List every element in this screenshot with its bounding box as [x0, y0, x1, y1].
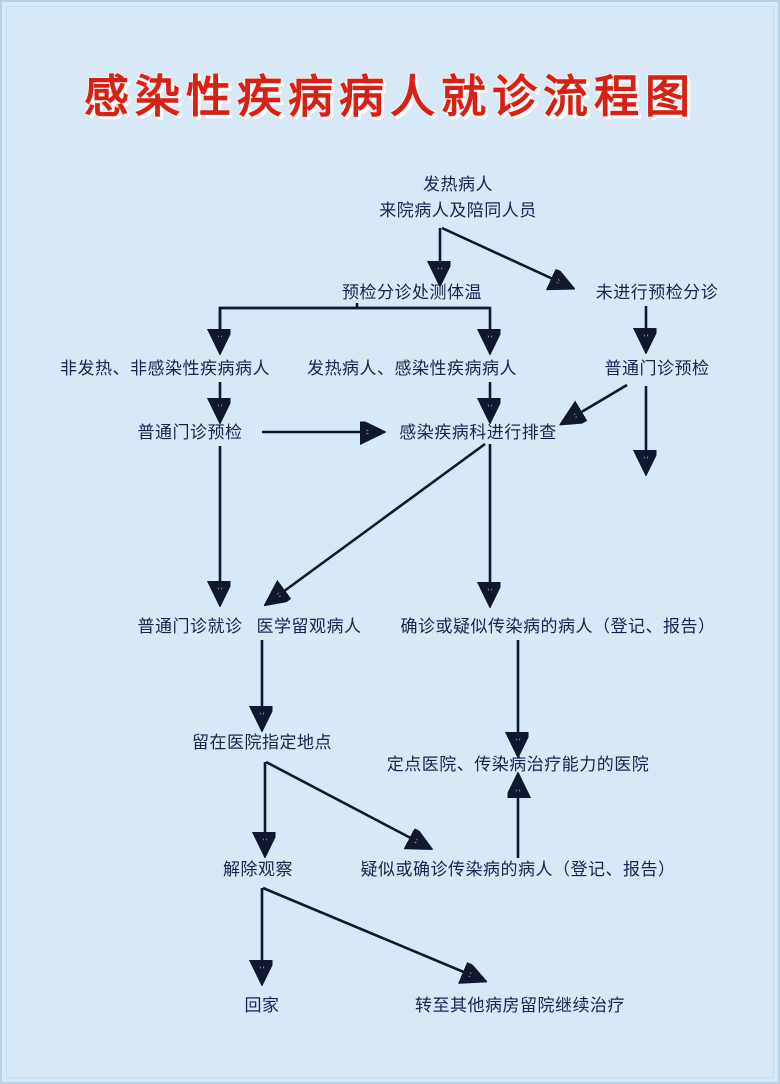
node-confirmed-or-suspected: 确诊或疑似传染病的病人（登记、报告） [400, 617, 716, 636]
node-release-observation: 解除观察 [223, 860, 293, 879]
edge-triage-split-left [220, 306, 490, 345]
page-title: 感染性疾病病人就诊流程图 [83, 71, 696, 122]
node-general-clinic-triage-left: 普通门诊预检 [137, 423, 243, 442]
poster-inner-frame [6, 6, 774, 1078]
node-start-line2: 来院病人及陪同人员 [379, 201, 537, 220]
node-stay-designated-place: 留在医院指定地点 [192, 733, 332, 752]
node-fever-group: 发热病人、感染性疾病病人 [307, 359, 517, 378]
node-general-clinic-visit: 普通门诊就诊 [137, 617, 243, 636]
edge-start-to-no-triage [441, 226, 566, 285]
edge-clinicright-to-screen [568, 383, 628, 420]
edge-release-to-transfer [262, 886, 478, 978]
node-infectious-dept-screen: 感染疾病科进行排查 [399, 423, 557, 442]
node-suspected-or-confirmed: 疑似或确诊传染病的病人（登记、报告） [360, 860, 676, 879]
edge-screen-to-observation [272, 442, 486, 600]
node-go-home: 回家 [244, 996, 280, 1015]
node-start: 发热病人 来院病人及陪同人员 [379, 172, 537, 224]
node-non-fever-group: 非发热、非感染性疾病病人 [60, 359, 270, 378]
edge-triage-split-right [218, 306, 490, 345]
node-transfer-ward: 转至其他病房留院继续治疗 [415, 996, 625, 1015]
node-medical-observation: 医学留观病人 [256, 617, 362, 636]
node-no-triage: 未进行预检分诊 [595, 283, 719, 302]
node-designated-hospital: 定点医院、传染病治疗能力的医院 [386, 755, 650, 774]
node-triage-temp: 预检分诊处测体温 [342, 283, 482, 302]
node-start-line1: 发热病人 [423, 175, 493, 194]
node-general-clinic-triage-right: 普通门诊预检 [604, 359, 710, 378]
